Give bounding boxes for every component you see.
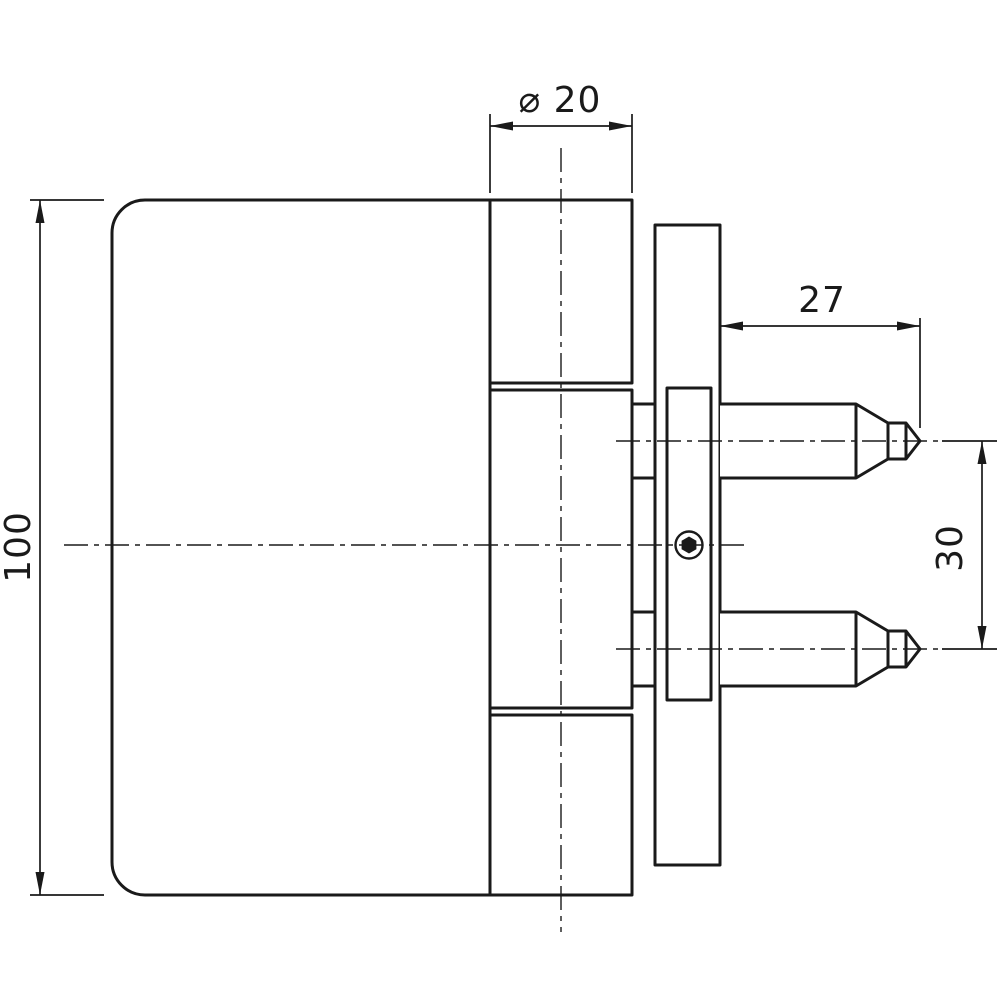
dim-pin-length-label: 27 [798,280,846,321]
dim-pin-length: 27 [720,280,921,428]
dim-pin-spacing-label: 30 [930,524,971,572]
dim-pin-spacing: 30 [930,440,997,650]
hex-socket-icon [681,536,697,554]
dim-barrel-diameter: ⌀ 20 [489,80,633,193]
dim-overall-height: 100 [0,199,104,896]
hinge-leaf-body [110,198,492,897]
dim-barrel-diameter-label: ⌀ 20 [519,80,602,121]
dim-overall-height-label: 100 [0,511,39,583]
